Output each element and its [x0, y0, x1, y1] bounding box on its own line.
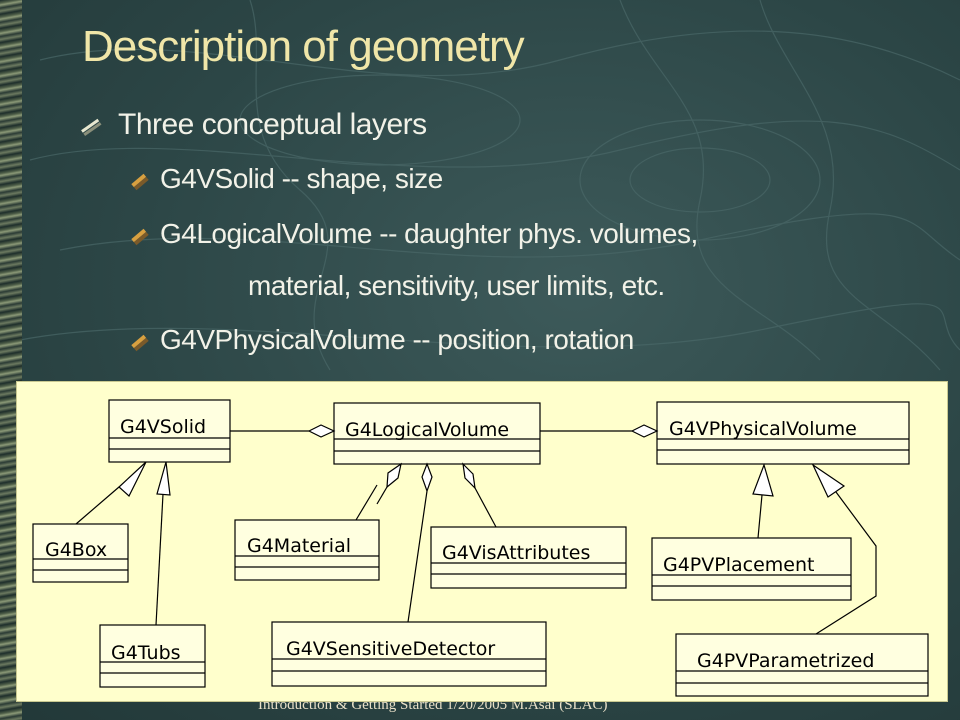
slide-title: Description of geometry [82, 22, 525, 71]
aggregation-logical-to-solid [230, 424, 336, 438]
class-name-g4logicalvolume: G4LogicalVolume [345, 419, 509, 441]
aggregation-physical-to-logical [540, 424, 659, 438]
class-box-g4tubs [99, 624, 206, 688]
class-box-g4vsensitivedetector [271, 621, 547, 687]
bullet-g4vphysicalvolume: G4VPhysicalVolume -- position, rotation [160, 324, 634, 355]
bullet-g4logicalvolume-continuation: material, sensitivity, user limits, etc. [248, 270, 665, 301]
class-box-g4vsolid [108, 399, 231, 463]
sub-bullet-icon [131, 228, 149, 246]
class-name-g4tubs: G4Tubs [111, 642, 181, 664]
class-name-g4vsensitivedetector: G4VSensitiveDetector [286, 638, 495, 660]
sub-bullet-icon [131, 334, 149, 352]
bullet-g4logicalvolume: G4LogicalVolume -- daughter phys. volume… [160, 218, 698, 249]
class-name-g4pvplacement: G4PVPlacement [663, 554, 814, 576]
bullet-icon [81, 118, 102, 137]
class-name-g4pvparametrized: G4PVParametrized [697, 650, 874, 672]
aggregation-logical-to-visattributes [462, 462, 497, 528]
inheritance-tubs-to-solid [155, 461, 171, 626]
bullet-three-conceptual-layers: Three conceptual layers [118, 108, 427, 141]
uml-class-diagram: G4VSolid G4LogicalVolume G4VPhysicalVolu… [32, 399, 929, 697]
bullet-g4vsolid: G4VSolid -- shape, size [160, 163, 443, 194]
inheritance-parametrized-to-physical [811, 463, 877, 635]
class-box-g4visattributes [430, 526, 627, 589]
class-box-g4pvparametrized [675, 633, 929, 697]
class-name-g4vphysicalvolume: G4VPhysicalVolume [669, 418, 857, 440]
aggregation-logical-to-sensitive-detector [407, 462, 433, 623]
class-name-g4box: G4Box [45, 539, 107, 561]
inheritance-placement-to-physical [752, 463, 774, 539]
class-box-g4logicalvolume [333, 402, 541, 465]
class-box-g4material [234, 519, 380, 581]
inheritance-box-to-solid [75, 461, 147, 525]
class-name-g4visattributes: G4VisAttributes [442, 542, 590, 564]
class-box-g4box [32, 523, 129, 583]
class-box-g4vphysicalvolume [656, 401, 910, 465]
class-name-g4material: G4Material [247, 535, 351, 557]
class-name-g4vsolid: G4VSolid [120, 416, 206, 438]
class-box-g4pvplacement [651, 537, 852, 601]
sub-bullet-icon [131, 173, 149, 191]
aggregation-logical-to-material [355, 462, 402, 521]
